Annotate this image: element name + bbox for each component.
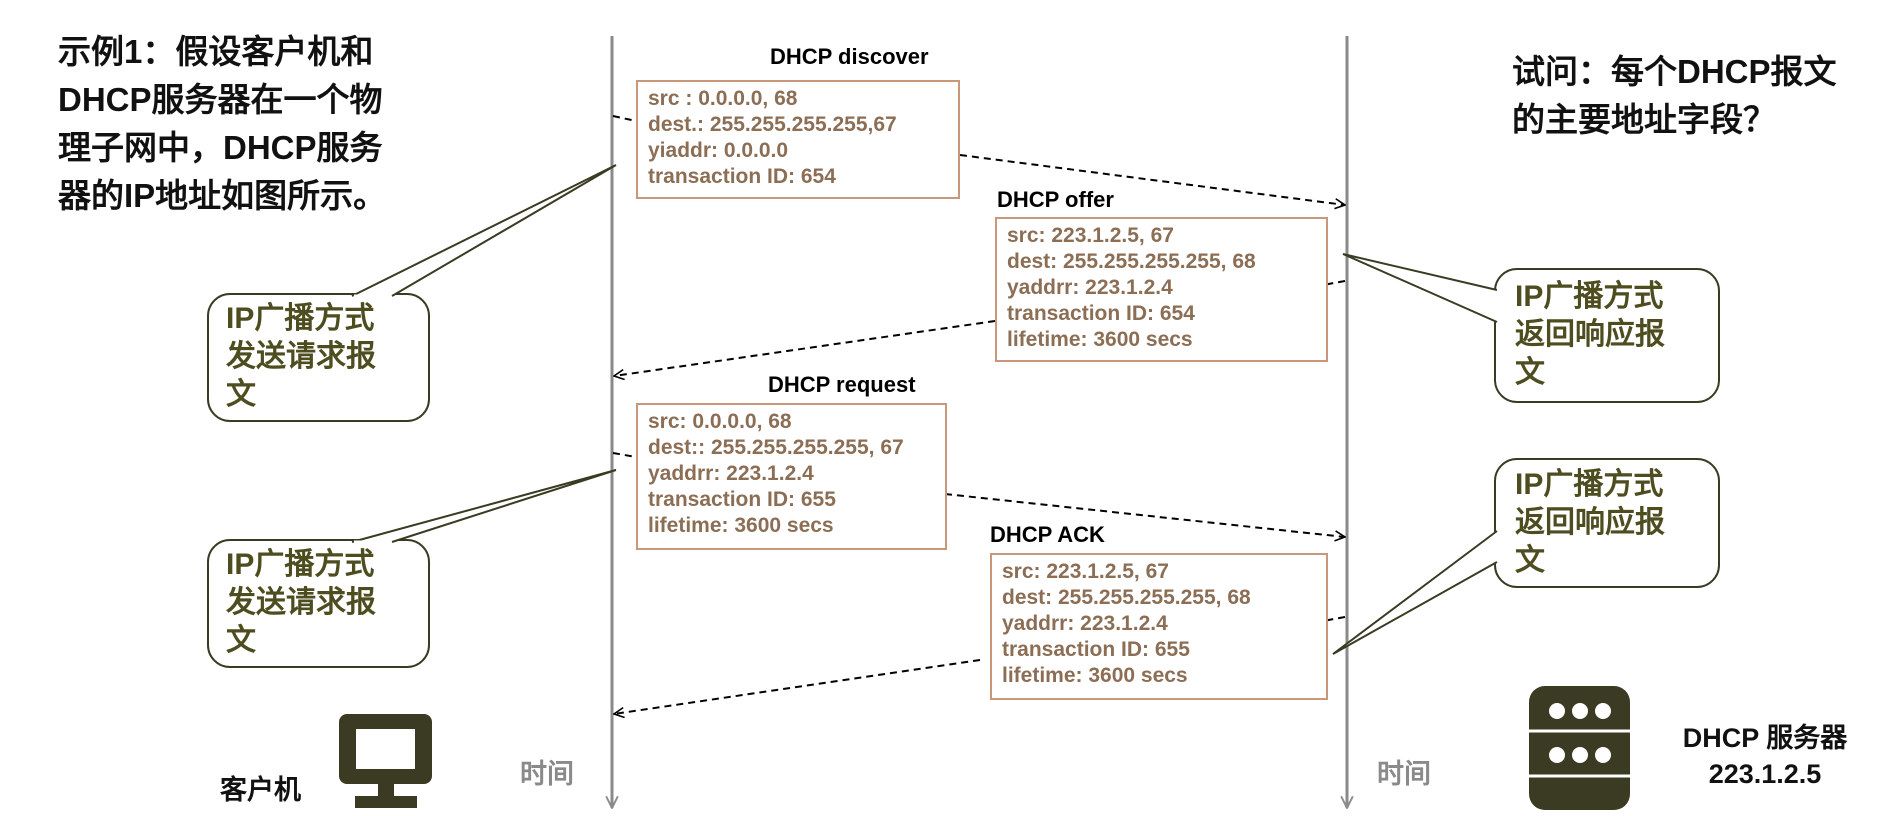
discover-line: yiaddr: 0.0.0.0 [648,139,789,162]
ack-line: yaddrr: 223.1.2.4 [1002,612,1168,635]
request-arrow [612,452,1345,537]
server-label: DHCP 服务器 223.1.2.5 [1660,720,1870,792]
callout-line: 发送请求报 [226,586,376,619]
callout-line: IP广播方式 [1515,468,1664,501]
server-label-ip: 223.1.2.5 [1708,759,1822,789]
ack-box: src: 223.1.2.5, 67 dest: 255.255.255.255… [990,553,1328,700]
discover-title: DHCP discover [770,44,929,69]
ack-title: DHCP ACK [990,522,1105,547]
ack-line: lifetime: 3600 secs [1002,664,1188,687]
callout-client-2 [207,469,617,668]
ack-line: dest: 255.255.255.255, 68 [1002,586,1251,609]
discover-box: src : 0.0.0.0, 68 dest.: 255.255.255.255… [636,80,960,199]
callout-line: 返回响应报 [1515,506,1665,539]
offer-box: src: 223.1.2.5, 67 dest: 255.255.255.255… [995,217,1328,362]
callout-server-2-text: IP广播方式 返回响应报 文 [1515,466,1665,580]
request-line: dest:: 255.255.255.255, 67 [648,436,904,459]
callout-line: IP广播方式 [1515,280,1664,313]
callout-line: 文 [226,624,256,657]
discover-line: transaction ID: 654 [648,165,836,188]
callout-server-1 [1342,253,1720,403]
request-line: lifetime: 3600 secs [648,514,834,537]
intro-line: 器的IP地址如图所示。 [58,177,387,214]
request-line: src: 0.0.0.0, 68 [648,410,792,433]
discover-line: dest.: 255.255.255.255,67 [648,113,897,136]
monitor-icon [339,714,432,808]
intro-text: 示例1：假设客户机和 DHCP服务器在一个物 理子网中，DHCP服务 器的IP地… [58,28,386,220]
offer-line: src: 223.1.2.5, 67 [1007,224,1174,247]
callout-server-1-text: IP广播方式 返回响应报 文 [1515,278,1665,392]
ack-line: src: 223.1.2.5, 67 [1002,560,1169,583]
callout-line: IP广播方式 [226,548,375,581]
callout-line: 文 [1515,544,1545,577]
callout-client-1 [207,164,617,422]
callout-line: 文 [226,378,256,411]
offer-line: yaddrr: 223.1.2.4 [1007,276,1173,299]
callout-line: 文 [1515,356,1545,389]
callout-client-2-text: IP广播方式 发送请求报 文 [226,546,376,660]
request-line: transaction ID: 655 [648,488,836,511]
intro-line: 理子网中，DHCP服务 [58,129,383,166]
request-box: src: 0.0.0.0, 68 dest:: 255.255.255.255,… [636,403,947,550]
offer-line: transaction ID: 654 [1007,302,1195,325]
offer-line: dest: 255.255.255.255, 68 [1007,250,1256,273]
discover-arrow [612,115,1345,205]
callout-client-1-text: IP广播方式 发送请求报 文 [226,300,376,414]
offer-line: lifetime: 3600 secs [1007,328,1193,351]
server-time-label: 时间 [1377,759,1431,789]
callout-line: 发送请求报 [226,340,376,373]
callout-line: 返回响应报 [1515,318,1665,351]
discover-line: src : 0.0.0.0, 68 [648,87,798,110]
client-label: 客户机 [220,775,301,805]
intro-line: DHCP服务器在一个物 [58,81,383,118]
callout-line: IP广播方式 [226,302,375,335]
callout-server-2 [1332,458,1720,655]
client-time-label: 时间 [520,759,574,789]
request-line: yaddrr: 223.1.2.4 [648,462,814,485]
request-title: DHCP request [768,372,916,397]
offer-title: DHCP offer [997,187,1114,212]
ack-line: transaction ID: 655 [1002,638,1190,661]
server-icon [1529,686,1630,810]
server-label-name: DHCP 服务器 [1682,723,1848,753]
intro-line: 示例1：假设客户机和 [58,33,374,70]
question-line: 试问：每个DHCP报文 [1512,53,1837,90]
question-line: 的主要地址字段？ [1512,101,1776,138]
question-text: 试问：每个DHCP报文 的主要地址字段？ [1512,48,1837,144]
